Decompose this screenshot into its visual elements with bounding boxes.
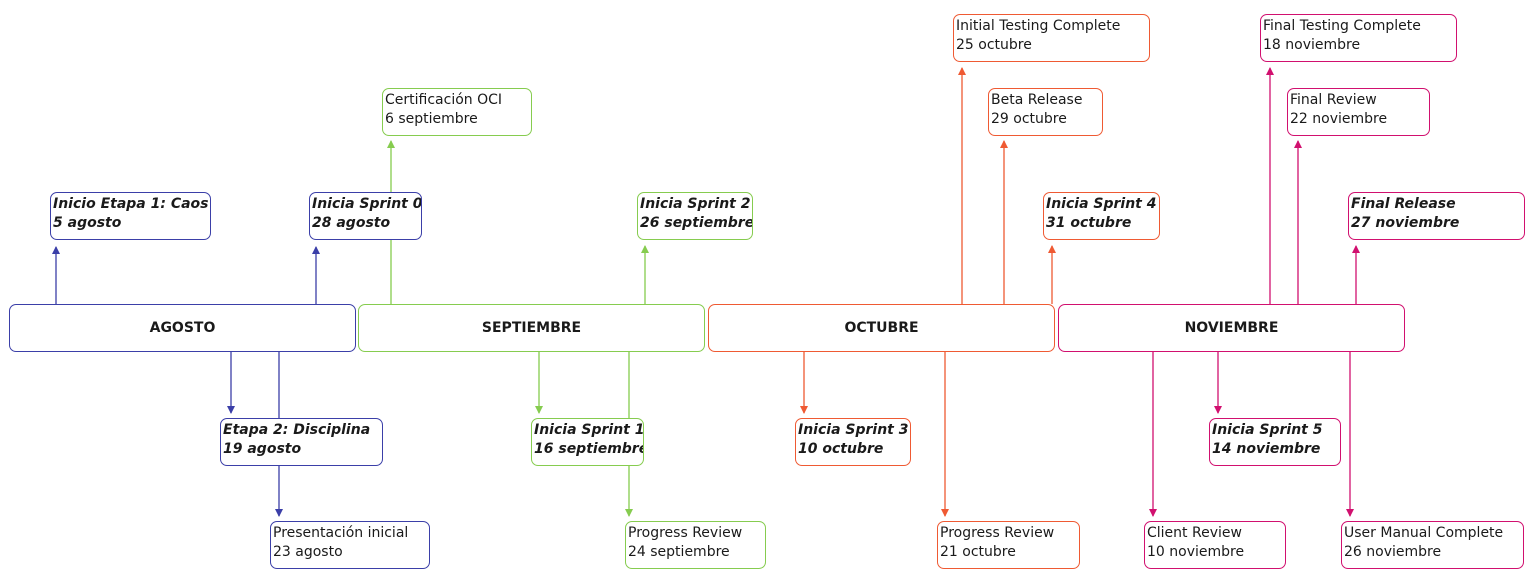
event-final-testing-complete: Final Testing Complete 18 noviembre [1260, 14, 1457, 62]
event-title: Final Release [1351, 196, 1456, 212]
event-title: Final Testing Complete [1263, 18, 1421, 34]
event-date: 16 septiembre [534, 441, 644, 457]
event-title: Initial Testing Complete [956, 18, 1121, 34]
event-date: 6 septiembre [385, 111, 478, 127]
event-date: 19 agosto [223, 441, 302, 457]
event-title: User Manual Complete [1344, 525, 1504, 541]
event-date: 28 agosto [312, 215, 391, 231]
event-title: Etapa 2: Disciplina [223, 422, 371, 438]
event-user-manual-complete: User Manual Complete 26 noviembre [1341, 521, 1524, 569]
event-title: Certificación OCI [385, 92, 503, 108]
event-title: Inicia Sprint 2 [640, 196, 751, 212]
event-date: 25 octubre [956, 37, 1032, 53]
event-date: 24 septiembre [628, 544, 730, 560]
event-inicia-sprint-4: Inicia Sprint 4 31 octubre [1043, 192, 1160, 240]
event-title: Final Review [1290, 92, 1377, 108]
event-date: 10 octubre [798, 441, 884, 457]
event-title: Beta Release [991, 92, 1083, 108]
event-date: 18 noviembre [1263, 37, 1361, 53]
event-inicio-etapa-1: Inicio Etapa 1: Caos 5 agosto [50, 192, 211, 240]
event-date: 14 noviembre [1212, 441, 1321, 457]
event-beta-release: Beta Release 29 octubre [988, 88, 1103, 136]
month-octubre: OCTUBRE [708, 304, 1055, 352]
event-title: Inicia Sprint 4 [1046, 196, 1157, 212]
event-date: 22 noviembre [1290, 111, 1388, 127]
event-inicia-sprint-3: Inicia Sprint 3 10 octubre [795, 418, 911, 466]
event-date: 21 octubre [940, 544, 1016, 560]
event-date: 10 noviembre [1147, 544, 1245, 560]
month-agosto: AGOSTO [9, 304, 356, 352]
event-final-review: Final Review 22 noviembre [1287, 88, 1430, 136]
event-title: Inicio Etapa 1: Caos [53, 196, 209, 212]
event-presentacion-inicial: Presentación inicial 23 agosto [270, 521, 430, 569]
event-date: 23 agosto [273, 544, 343, 560]
event-title: Inicia Sprint 3 [798, 422, 909, 438]
month-septiembre: SEPTIEMBRE [358, 304, 705, 352]
month-noviembre: NOVIEMBRE [1058, 304, 1405, 352]
event-title: Presentación inicial [273, 525, 409, 541]
event-date: 27 noviembre [1351, 215, 1460, 231]
event-inicia-sprint-5: Inicia Sprint 5 14 noviembre [1209, 418, 1341, 466]
event-progress-review-octubre: Progress Review 21 octubre [937, 521, 1080, 569]
event-date: 29 octubre [991, 111, 1067, 127]
event-date: 31 octubre [1046, 215, 1132, 231]
event-inicia-sprint-2: Inicia Sprint 2 26 septiembre [637, 192, 753, 240]
event-title: Inicia Sprint 5 [1212, 422, 1323, 438]
event-date: 5 agosto [53, 215, 122, 231]
event-title: Client Review [1147, 525, 1242, 541]
event-certificacion-oci: Certificación OCI 6 septiembre [382, 88, 532, 136]
event-title: Inicia Sprint 1 [534, 422, 644, 438]
event-initial-testing-complete: Initial Testing Complete 25 octubre [953, 14, 1150, 62]
event-final-release: Final Release 27 noviembre [1348, 192, 1525, 240]
event-inicia-sprint-1: Inicia Sprint 1 16 septiembre [531, 418, 644, 466]
event-inicia-sprint-0: Inicia Sprint 0 28 agosto [309, 192, 422, 240]
event-title: Inicia Sprint 0 [312, 196, 422, 212]
event-title: Progress Review [628, 525, 743, 541]
event-etapa-2-disciplina: Etapa 2: Disciplina 19 agosto [220, 418, 383, 466]
event-progress-review-septiembre: Progress Review 24 septiembre [625, 521, 766, 569]
event-client-review: Client Review 10 noviembre [1144, 521, 1286, 569]
event-date: 26 septiembre [640, 215, 753, 231]
event-title: Progress Review [940, 525, 1055, 541]
event-date: 26 noviembre [1344, 544, 1442, 560]
